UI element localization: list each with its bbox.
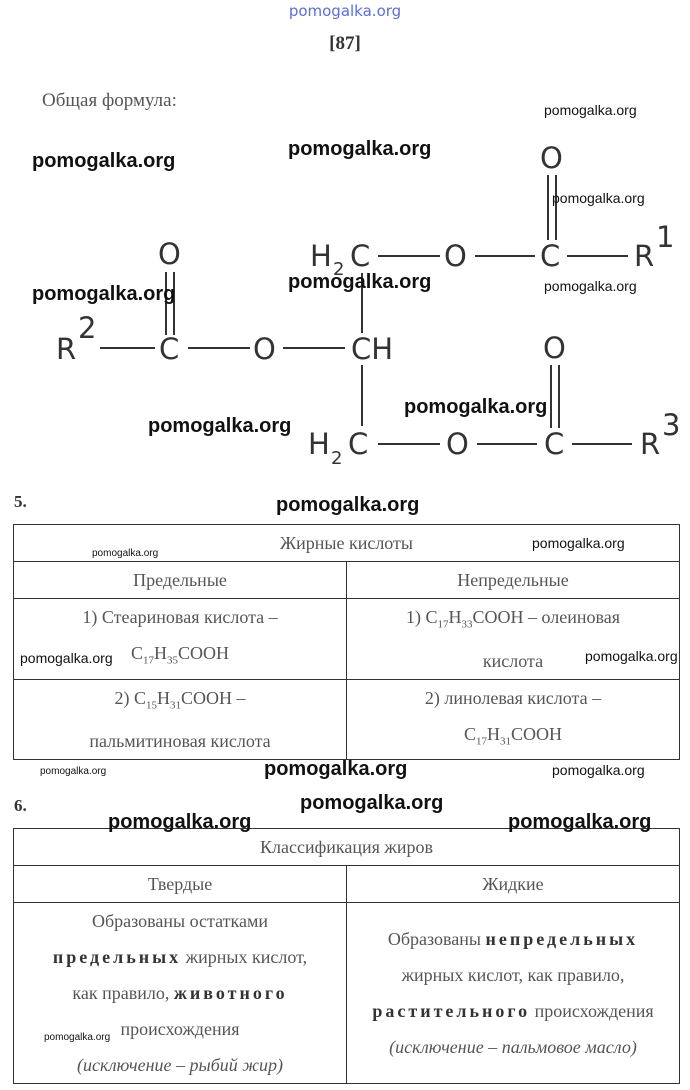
watermark: pomogalka.org bbox=[508, 811, 652, 833]
watermark: pomogalka.org bbox=[288, 138, 432, 160]
table-title: Классификация жиров bbox=[13, 828, 680, 866]
watermark: pomogalka.org bbox=[32, 150, 176, 172]
atom-r: R bbox=[640, 427, 660, 461]
watermark: pomogalka.org bbox=[288, 271, 432, 293]
table-cell: 1) Стеариновая кислота –C17H35COOH bbox=[13, 598, 347, 680]
atom-c: C bbox=[348, 427, 368, 461]
watermark: pomogalka.org bbox=[264, 758, 408, 780]
table-cell: 2) C15H31COOH –пальмитиновая кислота bbox=[13, 678, 347, 761]
watermark: pomogalka.org bbox=[552, 762, 645, 778]
superscript-1: 1 bbox=[656, 220, 674, 254]
superscript-2: 2 bbox=[78, 311, 96, 345]
triglyceride-formula: O H 2 C O C R 1 O R 2 C O CH O H 2 C O C… bbox=[56, 141, 680, 469]
atom-c: C bbox=[544, 427, 564, 461]
watermark: pomogalka.org bbox=[32, 283, 176, 305]
atom-o: O bbox=[540, 141, 563, 175]
table-title: Жирные кислоты bbox=[13, 524, 680, 562]
watermark: pomogalka.org bbox=[544, 278, 637, 294]
watermark: pomogalka.org bbox=[92, 548, 159, 559]
atom-o: O bbox=[543, 331, 566, 365]
subscript-2: 2 bbox=[333, 259, 344, 280]
watermark: pomogalka.org bbox=[532, 535, 625, 551]
atom-ch: CH bbox=[351, 332, 393, 366]
atom-h: H bbox=[310, 239, 332, 273]
table-row: 2) C15H31COOH –пальмитиновая кислота 2) … bbox=[13, 678, 680, 761]
atom-o: O bbox=[444, 239, 467, 273]
column-header: Предельные bbox=[13, 561, 347, 599]
atom-h: H bbox=[308, 427, 330, 461]
table-row: 1) Стеариновая кислота –C17H35COOH 1) C1… bbox=[13, 598, 680, 680]
watermark: pomogalka.org bbox=[404, 396, 548, 418]
watermark: pomogalka.org bbox=[108, 811, 252, 833]
watermark: pomogalka.org bbox=[544, 102, 637, 118]
watermark: pomogalka.org bbox=[552, 190, 645, 206]
watermark: pomogalka.org bbox=[44, 1032, 111, 1043]
watermark: pomogalka.org bbox=[20, 650, 113, 666]
site-header[interactable]: pomogalka.org bbox=[288, 2, 402, 20]
atom-o: O bbox=[253, 332, 276, 366]
watermark: pomogalka.org bbox=[40, 766, 107, 777]
watermark: pomogalka.org bbox=[276, 494, 420, 516]
superscript-3: 3 bbox=[662, 408, 680, 442]
watermark: pomogalka.org bbox=[148, 415, 292, 437]
task-6-number: 6. bbox=[14, 796, 27, 815]
subscript-2: 2 bbox=[331, 448, 342, 469]
column-header: Жидкие bbox=[346, 865, 680, 903]
atom-r: R bbox=[56, 332, 76, 366]
page-number: [87] bbox=[329, 33, 361, 54]
column-header: Непредельные bbox=[346, 561, 680, 599]
watermark: pomogalka.org bbox=[585, 648, 678, 664]
atom-o: O bbox=[446, 427, 469, 461]
formula-label: Общая формула: bbox=[42, 90, 177, 111]
table-cell: 2) линолевая кислота –C17H31COOH bbox=[346, 678, 680, 761]
column-header: Твердые bbox=[13, 865, 347, 903]
atom-c: C bbox=[350, 239, 370, 273]
task-5-number: 5. bbox=[14, 492, 27, 511]
atom-r: R bbox=[634, 239, 654, 273]
watermark: pomogalka.org bbox=[300, 792, 444, 814]
atom-o: O bbox=[158, 237, 181, 271]
atom-c: C bbox=[540, 239, 560, 273]
atom-c: C bbox=[159, 332, 179, 366]
